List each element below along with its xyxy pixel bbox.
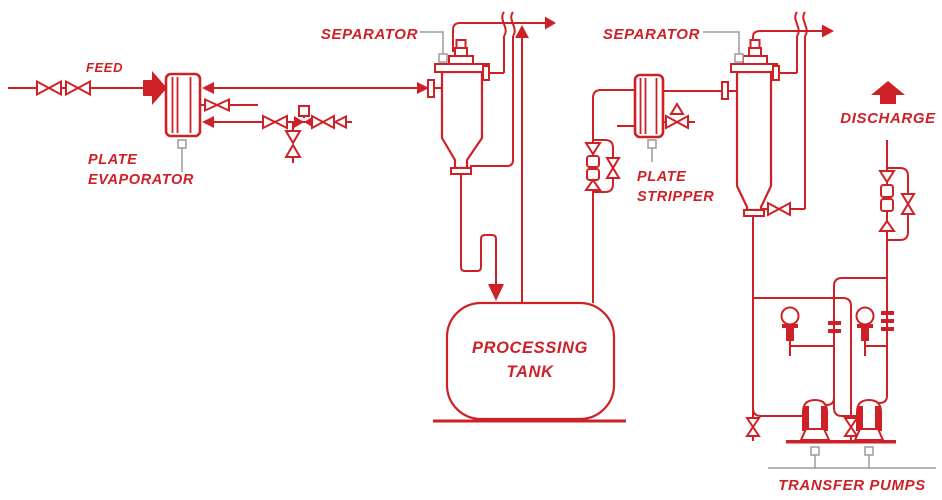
plate-evaporator-label-line1: PLATE xyxy=(88,152,138,168)
actuated-valve-icon xyxy=(294,116,304,128)
transfer-pump-1 xyxy=(799,398,831,441)
flow-arrows xyxy=(143,16,834,301)
separator1-shell xyxy=(440,70,484,170)
actuator-box-icon xyxy=(298,105,310,117)
transfer-pump-2 xyxy=(853,398,885,441)
discharge-arrow-icon xyxy=(871,81,905,104)
arrowhead-into-evaporator-top xyxy=(202,82,214,94)
flange-union-1 xyxy=(828,321,841,333)
discharge-label: DISCHARGE xyxy=(840,110,936,127)
label-leaders xyxy=(177,31,936,469)
stripper-tank-pipe xyxy=(592,89,635,303)
separator2-side-flange xyxy=(772,65,780,81)
plate-stripper-label-line1: PLATE xyxy=(637,169,687,185)
feed-valve-1 xyxy=(36,79,62,97)
pump2-drain-valve xyxy=(843,417,859,437)
arrowhead-into-evaporator-bottom xyxy=(202,116,214,128)
valve-tri-up-1 xyxy=(584,178,602,191)
transfer-pumps-label: TRANSFER PUMPS xyxy=(778,477,926,494)
feed-valve-2 xyxy=(65,79,91,97)
separator-2 xyxy=(721,39,780,217)
plate-evaporator-label-line2: EVAPORATOR xyxy=(88,172,194,188)
plate-stripper-label-line2: STRIPPER xyxy=(637,189,714,205)
valve-set-1 xyxy=(584,142,621,191)
separator1-drain-trap xyxy=(460,174,497,284)
pump1-discharge-connector xyxy=(825,397,835,406)
bypass-valve-2 xyxy=(900,193,916,206)
inline-fitting-2a xyxy=(880,184,894,198)
arrowhead-into-tank xyxy=(488,284,504,301)
gauge1-branch-pipe xyxy=(789,341,834,356)
separator2-top-flange xyxy=(730,63,778,73)
check-valve-icon xyxy=(332,114,347,130)
relief-valve-icon xyxy=(284,130,302,145)
plate-evaporator xyxy=(164,72,202,138)
separator2-label: SEPARATOR xyxy=(603,26,700,43)
service-valve-b xyxy=(311,114,326,130)
pump1-drain-valve xyxy=(745,417,761,437)
inline-fitting-1a xyxy=(586,155,600,168)
separator2-overhead-pipe xyxy=(752,30,822,52)
separator2-shell xyxy=(735,70,773,212)
feed-label: FEED xyxy=(86,60,123,75)
labels: FEED PLATE EVAPORATOR SEPARATOR SEPARATO… xyxy=(86,26,936,494)
separator2-inlet-flange xyxy=(721,81,729,100)
separator1-top-flange xyxy=(434,63,490,73)
separator1-overhead-pipe xyxy=(452,22,545,52)
bypass-valve-1 xyxy=(605,157,621,170)
valve-tri-down-2 xyxy=(878,170,896,184)
processing-tank-label-line2: TANK xyxy=(506,363,553,381)
valve-tri-down-1 xyxy=(584,142,602,156)
separator-1 xyxy=(427,39,490,175)
gauge2-branch-pipe xyxy=(864,341,887,356)
pipe-break-4 xyxy=(802,11,808,37)
separator1-label: SEPARATOR xyxy=(321,26,418,43)
valve-tri-up-2 xyxy=(878,219,896,232)
feed-block-arrow-icon xyxy=(143,71,167,105)
service-valve-a xyxy=(262,114,278,130)
arrowhead-overhead1-right xyxy=(545,16,556,30)
separator1-inlet-flange xyxy=(427,79,435,98)
stripper-control-valve xyxy=(665,102,689,130)
arrowhead-into-separator1 xyxy=(417,82,429,94)
separator1-side-flange xyxy=(482,65,490,81)
separator2-drain-pipe xyxy=(752,216,810,441)
piping-network xyxy=(8,11,909,441)
pipe-break-3 xyxy=(794,11,800,37)
separator1-bottom-flange xyxy=(450,167,472,175)
arrowhead-overhead2-right xyxy=(822,24,834,38)
pressure-gauge-1 xyxy=(780,306,800,341)
evaporator-vent-valve xyxy=(204,97,230,113)
flange-union-2 xyxy=(881,311,894,331)
evaporator-service-pipe xyxy=(213,121,352,163)
processing-tank-label-line1: PROCESSING xyxy=(472,339,588,357)
pipe-break-2 xyxy=(510,11,516,37)
separator2-cone-valve xyxy=(767,201,791,217)
plate-stripper xyxy=(633,73,665,139)
pump-skid-baseline xyxy=(786,440,896,444)
arrowhead-vent-up xyxy=(515,25,529,38)
separator2-bottom-flange xyxy=(743,209,765,217)
separator1-equalizer-pipe xyxy=(470,36,514,167)
processing-tank xyxy=(433,301,626,423)
valve-set-2 xyxy=(878,170,916,232)
inline-fitting-2b xyxy=(880,198,894,212)
valves-and-fittings xyxy=(36,79,916,437)
service-valve-group xyxy=(262,105,347,158)
pressure-gauge-2 xyxy=(855,306,875,341)
